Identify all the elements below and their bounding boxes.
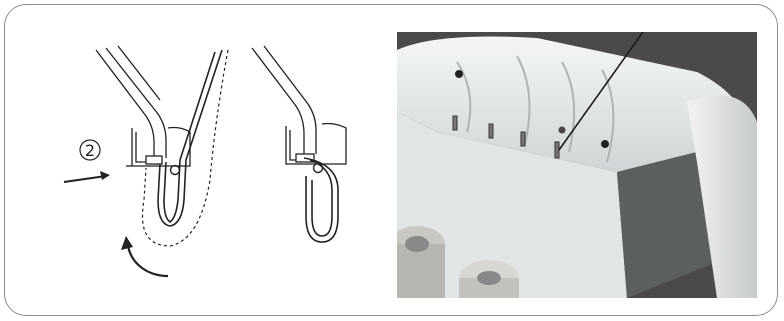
loop-arrow (121, 236, 168, 276)
right-thread-guide (252, 46, 346, 164)
machine-photo (397, 32, 757, 298)
guide-hole (455, 70, 463, 78)
right-thread-loop (304, 158, 338, 242)
left-thread (142, 50, 228, 246)
guide-hole (559, 127, 566, 134)
left-thread-guide (96, 46, 190, 166)
step-number-label: 2 (85, 141, 95, 160)
guide-hole (601, 140, 609, 148)
insert-arrow (64, 171, 110, 182)
step-marker: 2 (80, 140, 100, 160)
threading-diagram: 2 (40, 40, 380, 290)
